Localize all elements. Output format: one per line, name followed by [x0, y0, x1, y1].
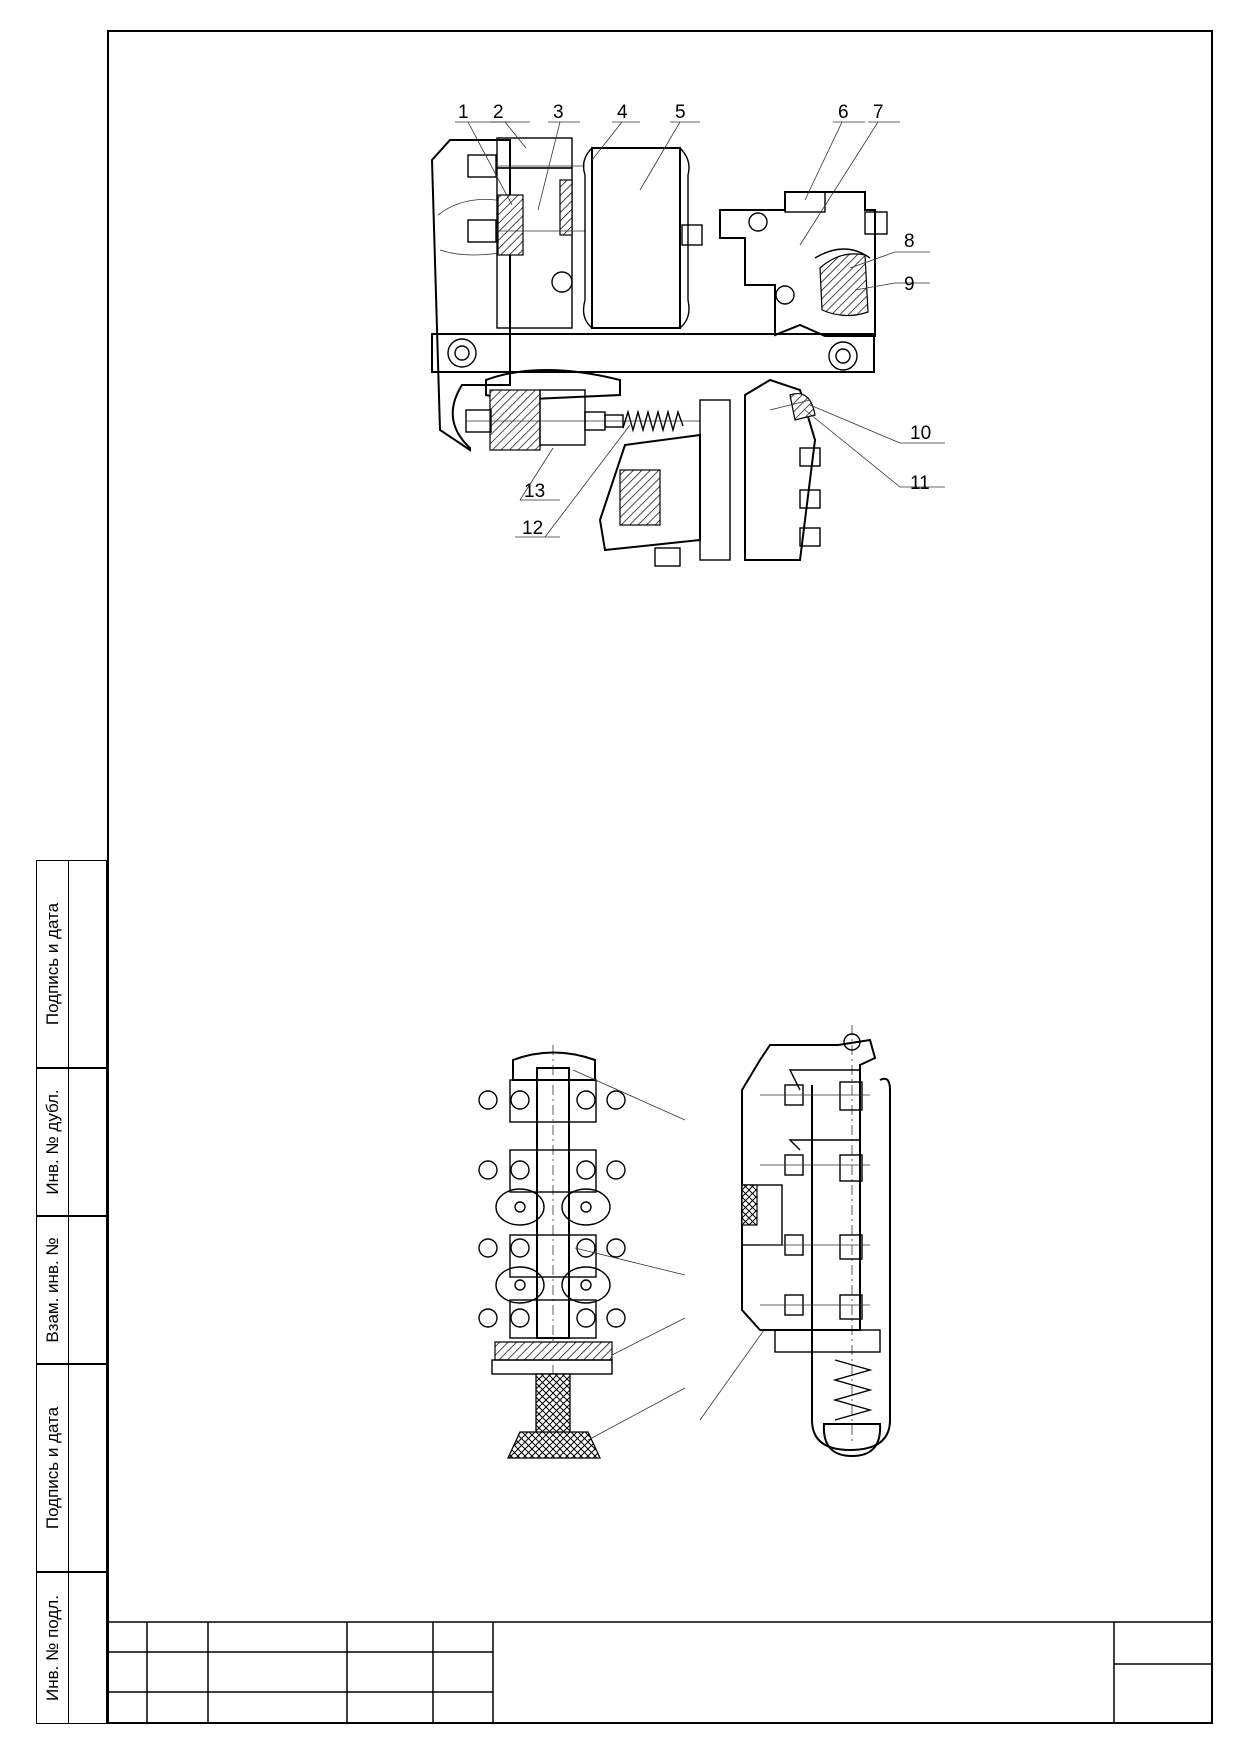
top-figure-contactor: 1 2 3 4 5 6 7 8 9 10 11 12 13 [430, 102, 945, 567]
part-11-blade [769, 399, 811, 411]
part-3-bracket [496, 167, 573, 329]
side-base-plate [774, 1329, 881, 1353]
bracket-bolt-1 [799, 447, 821, 467]
side-cell-blank-3 [69, 1216, 107, 1364]
callout-8: 8 [904, 231, 915, 252]
part-8-spring [814, 248, 871, 259]
bottom-nut [654, 547, 681, 567]
side-cell-blank-4 [69, 1364, 107, 1572]
bracket-bolt-2 [799, 489, 821, 509]
lower-contact-block [598, 433, 701, 552]
side-cell-blank-2 [69, 1068, 107, 1216]
lever-pivot-right-inner [835, 348, 851, 364]
lower-contact-insulator [619, 469, 661, 526]
armature-hole-2 [775, 285, 795, 305]
part-5-coil [591, 147, 681, 329]
callout-6: 6 [838, 102, 849, 123]
side-button-end [822, 1423, 882, 1458]
part-10-contact-tip [789, 393, 816, 421]
lever-pivot-left-inner [454, 345, 470, 361]
bottom-right-figure-switch-side [699, 1025, 891, 1458]
part-9-contact [819, 253, 869, 317]
callout-10: 10 [910, 423, 931, 444]
side-contacts [760, 1069, 870, 1320]
bracket-bolt-3 [799, 527, 821, 547]
lever-pivot-left [447, 338, 477, 368]
part-12-spring [622, 409, 684, 433]
callout-12: 12 [522, 518, 543, 539]
lower-contact-bracket [744, 378, 817, 561]
side-cell-blank-5 [69, 1572, 107, 1724]
bolt-head-b [467, 219, 497, 243]
leaders-top [455, 121, 945, 538]
side-cell-dubl: Инв. № дубл. [36, 1068, 69, 1216]
part-6-stop [784, 191, 826, 213]
side-stamp: Подпись и дата Инв. № дубл. Взам. инв. №… [36, 860, 107, 1724]
callout-4: 4 [617, 102, 628, 123]
left-body [430, 139, 511, 452]
side-leader [699, 1329, 765, 1421]
callout-3: 3 [553, 102, 564, 123]
front-base-insulator [494, 1341, 613, 1361]
side-spring [832, 1359, 873, 1421]
front-button-head [506, 1431, 602, 1459]
horizontal-lever [431, 333, 875, 373]
armature-bolt [864, 211, 888, 235]
title-block [107, 1621, 1213, 1724]
lower-contact-plate [699, 399, 731, 561]
side-guide-bar [811, 1077, 891, 1452]
pivot-hole-1 [551, 271, 573, 293]
lower-left-cover [485, 369, 621, 402]
coil-nut [681, 224, 703, 246]
callout-5: 5 [675, 102, 686, 123]
part-2-bracket [496, 137, 573, 169]
callout-13: 13 [524, 481, 545, 502]
callout-11: 11 [910, 473, 930, 494]
coil-flange-right [679, 147, 690, 329]
drawing-frame [107, 30, 1213, 1724]
part-13-insulator [489, 389, 541, 451]
lever-pivot-right [828, 341, 858, 371]
callout-1: 1 [458, 102, 469, 123]
bolt-head-a [467, 154, 497, 178]
spring-rod [604, 414, 624, 428]
front-top-cap [512, 1051, 596, 1081]
front-contacts [478, 1079, 626, 1339]
front-leaders [572, 1069, 686, 1441]
callout-2: 2 [493, 102, 504, 123]
part-3-insert [559, 179, 573, 236]
side-cell-podl: Инв. № подл. [36, 1572, 69, 1724]
bottom-left-figure-switch-front [478, 1045, 686, 1459]
side-insulator-hatch [741, 1184, 758, 1226]
part-1-insulator [497, 194, 524, 256]
side-cell-podpis2: Подпись и дата [36, 1364, 69, 1572]
front-button-stem [535, 1373, 571, 1437]
front-base-plate [491, 1359, 613, 1375]
side-top-pivot [843, 1033, 861, 1051]
callout-9: 9 [904, 274, 915, 295]
part-4-coil-flange [582, 147, 593, 329]
armature-hole-1 [748, 212, 768, 232]
side-cell-vzam: Взам. инв. № [36, 1216, 69, 1364]
callout-7: 7 [873, 102, 884, 123]
side-cell-blank-1 [69, 860, 107, 1068]
side-cell-podpis1: Подпись и дата [36, 860, 69, 1068]
